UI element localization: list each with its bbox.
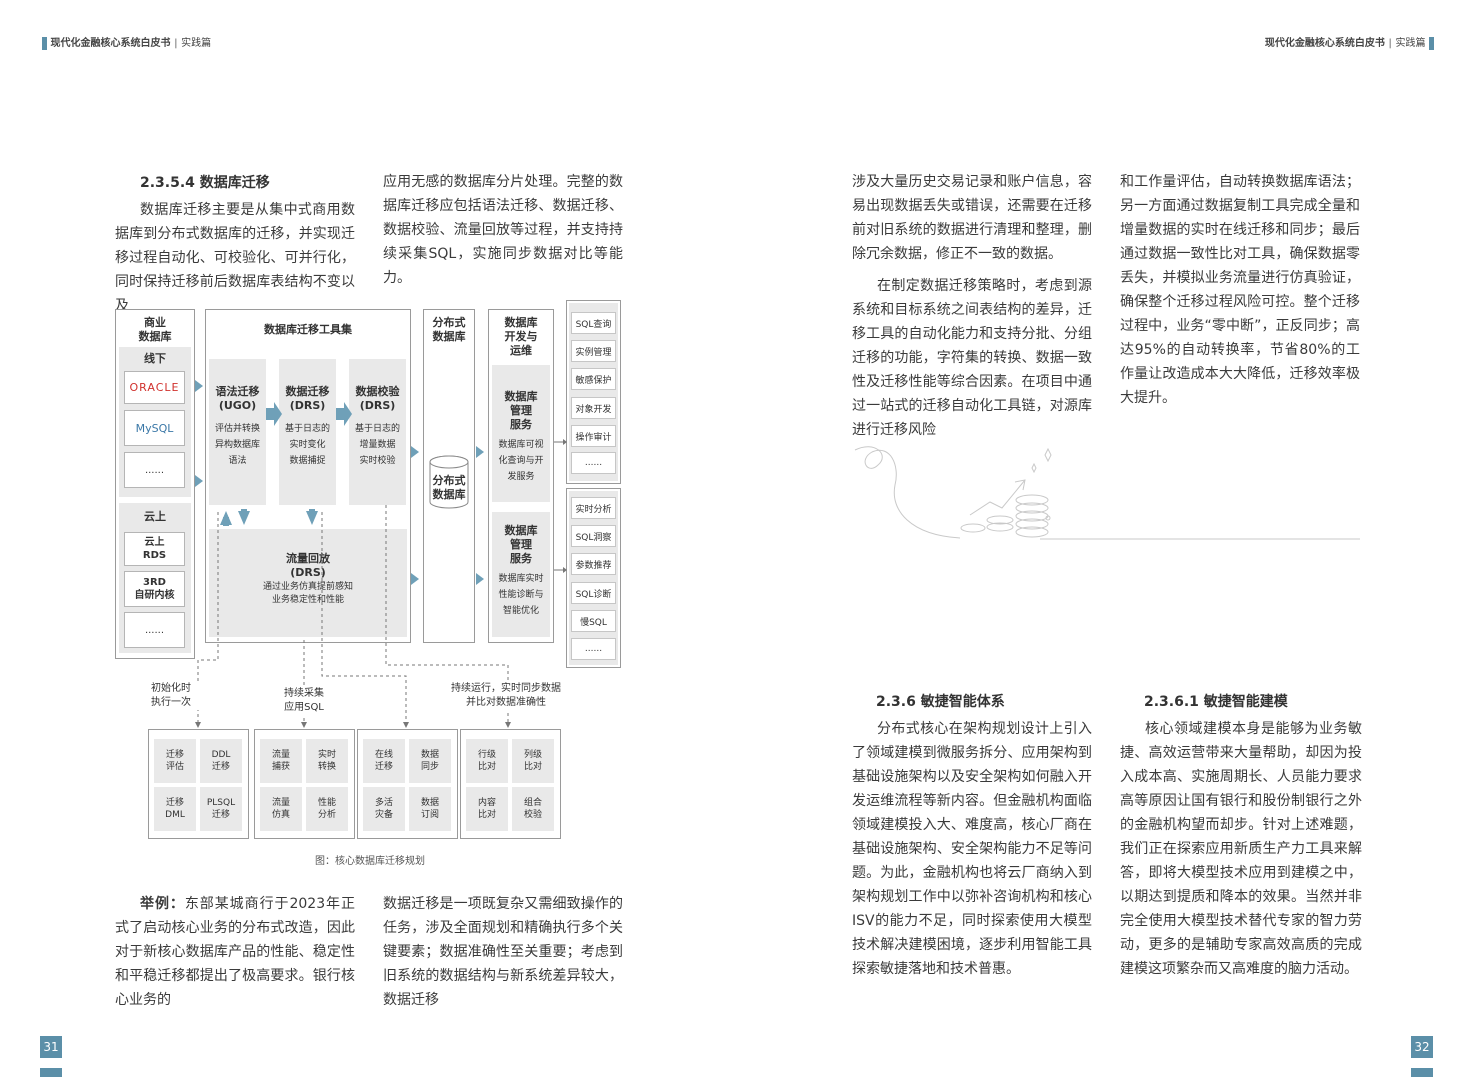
col2-paragraph-2: 数据迁移是一项既复杂又需细致操作的任务，涉及全面规划和精确执行多个关键要素；数据… [383, 896, 623, 1008]
cell-perf-analysis: 性能 分析 [306, 787, 348, 831]
note-continuous-sync: 持续运行，实时同步数据 并比对数据准确性 [440, 682, 572, 710]
data-migration-card [279, 359, 336, 505]
syntax-migration-card [209, 359, 266, 505]
third-party-kernel: 3RD 自研内核 [124, 571, 185, 607]
col3-paragraph-2: 在制定数据迁移策略时，考虑到源系统和目标系统之间表结构的差异，迁移工具的自动化能… [852, 278, 1092, 438]
devops-title: 数据库 开发与 运维 [504, 316, 538, 357]
col4-paragraph-2: 核心领域建模本身是能够为业务敏捷、高效运营带来大量帮助，却因为投入成本高、实施周… [1120, 721, 1362, 977]
note-init-once: 初始化时 执行一次 [140, 682, 202, 710]
col1-paragraph-2: 举例：东部某城商行于2023年正式了启动核心业务的分布式改造，因此对于新核心数据… [115, 892, 355, 1012]
data-migration-desc: 基于日志的 实时变化 数据捕捉 [284, 424, 330, 466]
header-title-right: 现代化金融核心系统白皮书 [1264, 38, 1385, 49]
col3-paragraph-1: 涉及大量历史交易记录和账户信息，容易出现数据丢失或错误，还需要在迁移前对旧系统的… [852, 174, 1092, 262]
cell-traffic-simulate: 流量 仿真 [260, 787, 302, 831]
feature-more-1: ...... [571, 452, 616, 474]
db-mgmt-service-2 [492, 512, 550, 637]
cell-row-compare: 行级 比对 [466, 739, 508, 783]
header-sub-left: 实践篇 [181, 38, 212, 49]
db-mgmt-service-1 [492, 365, 550, 502]
feature-slow-sql: 慢SQL [571, 610, 616, 632]
cell-combo-verify: 组合 校验 [512, 787, 554, 831]
data-verify-card [349, 359, 406, 505]
offline-label: 线下 [144, 352, 166, 365]
database-cylinder-icon [429, 455, 469, 509]
running-header-right: 现代化金融核心系统白皮书 | 实践篇 [1265, 34, 1434, 50]
section-title-2354: 2.3.5.4 数据库迁移 [140, 175, 270, 191]
feature-op-audit: 操作审计 [571, 425, 616, 447]
example-lead: 举例： [140, 896, 185, 912]
section-title-2361: 2.3.6.1 敏捷智能建模 [1144, 694, 1288, 710]
toolset-title: 数据库迁移工具集 [264, 323, 352, 336]
diagram-connectors [195, 380, 567, 728]
header-title-left: 现代化金融核心系统白皮书 [50, 38, 171, 49]
cell-content-compare: 内容 比对 [466, 787, 508, 831]
data-verify-desc: 基于日志的 增量数据 实时校验 [354, 424, 400, 466]
cell-data-subscribe: 数据 订阅 [409, 787, 451, 831]
distributed-db-title: 分布式 数据库 [432, 316, 466, 343]
cell-online-migration: 在线 迁移 [363, 739, 405, 783]
col4-paragraph-1: 和工作量评估，自动转换数据库语法；另一方面通过数据复制工具完成全量和增量数据的实… [1120, 174, 1360, 406]
cell-dml-migration: 迁移 DML [154, 787, 196, 831]
col3-paragraph-3: 分布式核心在架构规划设计上引入了领域建模到微服务拆分、应用架构到基础设施架构以及… [852, 721, 1092, 977]
db-mgmt-service-1-desc: 数据库可视 化查询与开 发服务 [498, 440, 544, 482]
data-verify-title: 数据校验 (DRS) [355, 385, 400, 412]
feature-sensitive-protect: 敏感保护 [571, 368, 616, 390]
traffic-replay-card [209, 529, 407, 637]
feature-param-recommend: 参数推荐 [571, 553, 616, 575]
cell-migration-eval: 迁移 评估 [154, 739, 196, 783]
cell-ddl-migration: DDL 迁移 [200, 739, 242, 783]
traffic-replay-desc: 通过业务仿真提前感知 业务稳定性和性能 [262, 582, 353, 605]
feature-sql-diagnose: SQL诊断 [571, 582, 616, 604]
distributed-db-cylinder-label: 分布式 数据库 [432, 474, 466, 501]
col2-paragraph-1: 应用无感的数据库分片处理。完整的数据库迁移应包括语法迁移、数据迁移、数据校验、流… [383, 174, 623, 286]
page-number-right: 32 [1411, 1036, 1433, 1058]
page-strip-left [40, 1068, 62, 1077]
feature-instance-mgmt: 实例管理 [571, 340, 616, 362]
header-sub-right: 实践篇 [1395, 38, 1426, 49]
figure-caption: 图：核心数据库迁移规划 [315, 856, 425, 867]
cell-column-compare: 列级 比对 [512, 739, 554, 783]
page-strip-right [1411, 1068, 1433, 1077]
oracle-logo: ORACLE [124, 371, 185, 404]
cell-multi-active-dr: 多活 灾备 [363, 787, 405, 831]
cloud-more: ...... [124, 612, 185, 648]
offline-more: ...... [124, 452, 185, 488]
db-mgmt-service-1-title: 数据库 管理 服务 [504, 390, 538, 431]
cell-traffic-capture: 流量 捕获 [260, 739, 302, 783]
data-migration-title: 数据迁移 (DRS) [285, 385, 330, 412]
feature-sql-insight: SQL洞察 [571, 525, 616, 547]
feature-more-2: ...... [571, 638, 616, 660]
cell-data-sync: 数据 同步 [409, 739, 451, 783]
commercial-db-title: 商业 数据库 [138, 316, 172, 343]
feature-sql-query: SQL查询 [571, 312, 616, 334]
syntax-migration-title: 语法迁移 (UGO) [215, 385, 260, 412]
example-text: 东部某城商行于2023年正式了启动核心业务的分布式改造，因此对于新核心数据库产品… [115, 896, 355, 1008]
header-accent-bar [1429, 36, 1434, 50]
cloud-label: 云上 [144, 510, 166, 523]
traffic-replay-title: 流量回放 (DRS) [286, 552, 330, 579]
feature-object-dev: 对象开发 [571, 397, 616, 419]
feature-realtime-analysis: 实时分析 [571, 497, 616, 519]
cell-realtime-convert: 实时 转换 [306, 739, 348, 783]
header-accent-bar [42, 36, 47, 50]
syntax-migration-desc: 评估并转换 异构数据库 语法 [214, 424, 260, 466]
running-header-left: 现代化金融核心系统白皮书 | 实践篇 [42, 34, 211, 50]
page-number-left: 31 [40, 1036, 62, 1058]
cloud-rds: 云上 RDS [124, 532, 185, 566]
db-mgmt-service-2-desc: 数据库实时 性能诊断与 智能优化 [498, 574, 544, 616]
db-mgmt-service-2-title: 数据库 管理 服务 [504, 524, 538, 565]
note-collect-sql: 持续采集 应用SQL [272, 687, 336, 715]
mysql-logo: MySQL [124, 410, 185, 446]
section-title-236: 2.3.6 敏捷智能体系 [876, 694, 1005, 710]
cell-plsql-migration: PLSQL 迁移 [200, 787, 242, 831]
growth-chart-illustration [854, 446, 1360, 540]
